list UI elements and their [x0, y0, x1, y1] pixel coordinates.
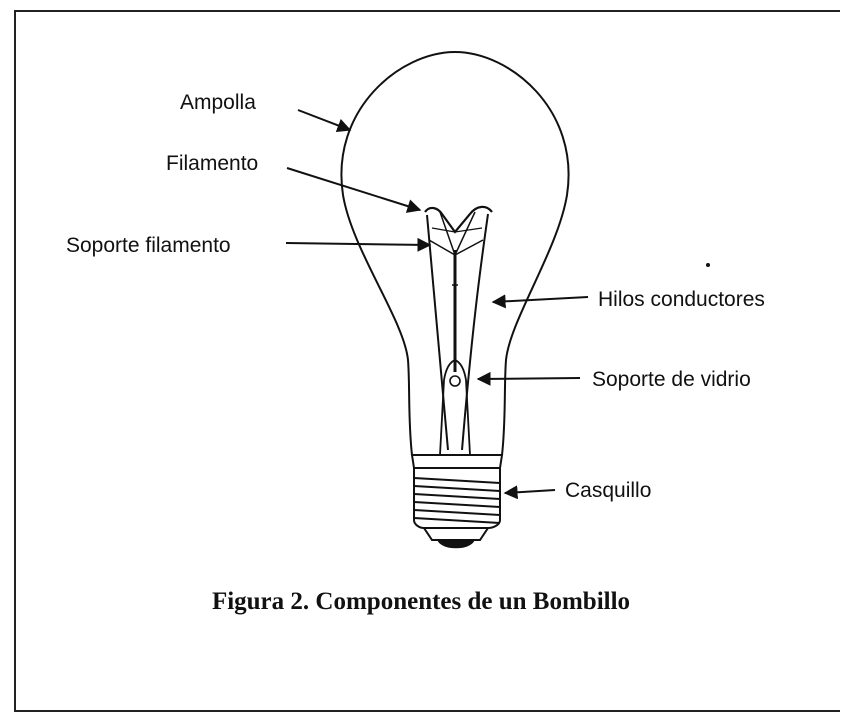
figure-frame	[14, 10, 840, 712]
lead-wire-left	[426, 214, 449, 451]
base-insulator	[422, 527, 490, 541]
contact-tip	[436, 539, 476, 549]
label-soporte-vidrio: Soporte de vidrio	[592, 368, 751, 391]
lead-wire-right	[461, 213, 489, 451]
label-hilos-conductores: Hilos conductores	[598, 288, 765, 311]
label-ampolla: Ampolla	[180, 91, 256, 114]
figure-caption: Figura 2. Componentes de un Bombillo	[211, 588, 631, 615]
arrow-soporte-filamento	[285, 237, 432, 252]
arrow-ampolla	[297, 109, 352, 133]
arrow-soporte-vidrio	[476, 371, 581, 386]
screw-base	[413, 468, 501, 529]
filament-support-left	[439, 211, 456, 256]
arrow-filamento	[286, 167, 422, 213]
filament-support-right	[454, 211, 476, 256]
label-soporte-filamento: Soporte filamento	[66, 234, 231, 257]
stem-bead	[449, 375, 461, 387]
arrow-casquillo	[503, 485, 556, 500]
label-filamento: Filamento	[166, 152, 259, 175]
bulb-glass	[340, 50, 570, 456]
label-casquillo: Casquillo	[565, 479, 652, 502]
base-collar	[410, 454, 504, 469]
arrow-hilos-conductores	[491, 294, 589, 309]
